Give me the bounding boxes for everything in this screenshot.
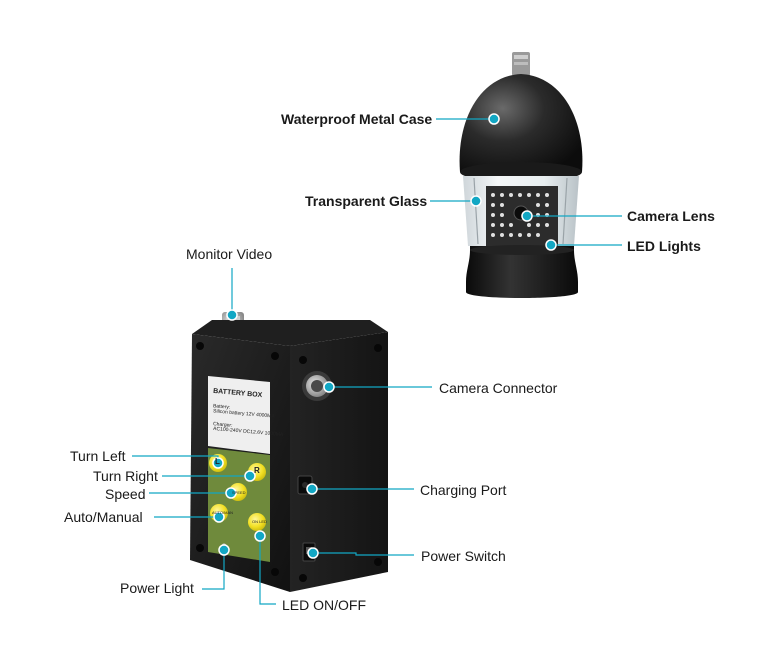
label-led-lights: LED Lights bbox=[627, 238, 701, 254]
camera-base bbox=[466, 246, 578, 298]
label-monitor-video: Monitor Video bbox=[186, 246, 273, 262]
button-left-glyph: L bbox=[215, 457, 220, 466]
battery-info-plate bbox=[208, 376, 270, 454]
label-turn-left: Turn Left bbox=[70, 448, 126, 464]
button-auto-glyph: AUTO/MAN bbox=[212, 510, 234, 515]
label-led-on-off: LED ON/OFF bbox=[282, 597, 367, 613]
label-transparent-glass: Transparent Glass bbox=[305, 193, 428, 209]
label-waterproof-metal-case: Waterproof Metal Case bbox=[281, 111, 433, 127]
label-camera-connector: Camera Connector bbox=[439, 380, 558, 396]
label-speed: Speed bbox=[105, 486, 146, 502]
label-camera-lens: Camera Lens bbox=[627, 208, 715, 224]
button-right-glyph: R bbox=[254, 466, 260, 475]
button-speed-glyph: SPEED bbox=[232, 490, 246, 495]
label-power-switch: Power Switch bbox=[421, 548, 506, 564]
leader-lines bbox=[132, 118, 622, 605]
led-on-off-button[interactable] bbox=[248, 513, 266, 531]
label-charging-port: Charging Port bbox=[420, 482, 507, 498]
button-led-glyph: ON LED bbox=[252, 519, 267, 524]
label-auto-manual: Auto/Manual bbox=[64, 509, 143, 525]
label-turn-right: Turn Right bbox=[93, 468, 158, 484]
led-array bbox=[491, 193, 549, 237]
underwater-camera bbox=[459, 52, 583, 298]
label-markers bbox=[212, 113, 557, 559]
metal-case-dome bbox=[459, 74, 583, 172]
label-power-light: Power Light bbox=[120, 580, 194, 596]
